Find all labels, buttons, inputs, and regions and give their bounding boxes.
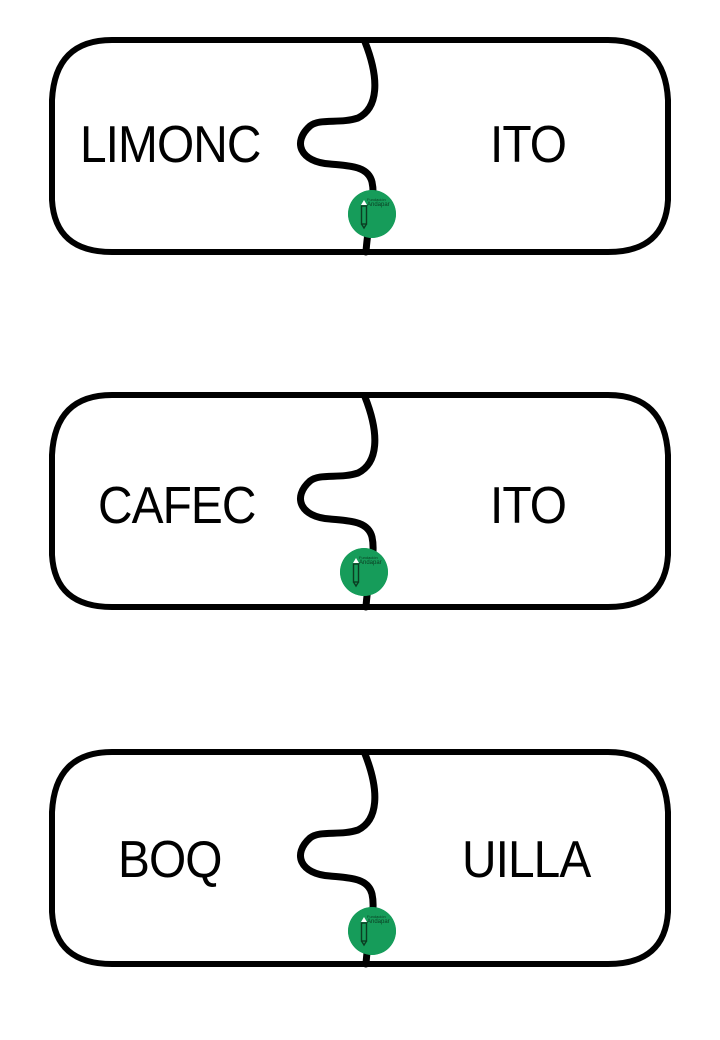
puzzle-card-3: BOQ UILLA Fundación Andapar bbox=[0, 742, 720, 982]
word-left: LIMONC bbox=[80, 116, 261, 174]
puzzle-card-2: CAFEC ITO Fundación Andapar bbox=[0, 385, 720, 625]
puzzle-outline bbox=[49, 37, 671, 256]
word-left: BOQ bbox=[118, 831, 222, 889]
badge-title: Andapar bbox=[367, 202, 390, 208]
pencil-icon bbox=[340, 548, 388, 596]
badge-title: Andapar bbox=[359, 560, 382, 566]
puzzle-outline bbox=[49, 392, 671, 611]
badge-subtitle: Fundación bbox=[367, 914, 386, 919]
puzzle-card-1: LIMONC ITO Fundación Andapar bbox=[0, 30, 720, 270]
logo-badge: Fundación Andapar bbox=[348, 907, 396, 955]
badge-title: Andapar bbox=[367, 919, 390, 925]
puzzle-outline bbox=[49, 749, 671, 968]
badge-subtitle: Fundación bbox=[367, 197, 386, 202]
word-left: CAFEC bbox=[98, 477, 256, 535]
word-right: ITO bbox=[490, 477, 567, 535]
word-right: ITO bbox=[490, 116, 567, 174]
word-right: UILLA bbox=[462, 831, 591, 889]
pencil-icon bbox=[348, 907, 396, 955]
pencil-icon bbox=[348, 190, 396, 238]
logo-badge: Fundación Andapar bbox=[348, 190, 396, 238]
logo-badge: Fundación Andapar bbox=[340, 548, 388, 596]
badge-subtitle: Fundación bbox=[359, 555, 378, 560]
